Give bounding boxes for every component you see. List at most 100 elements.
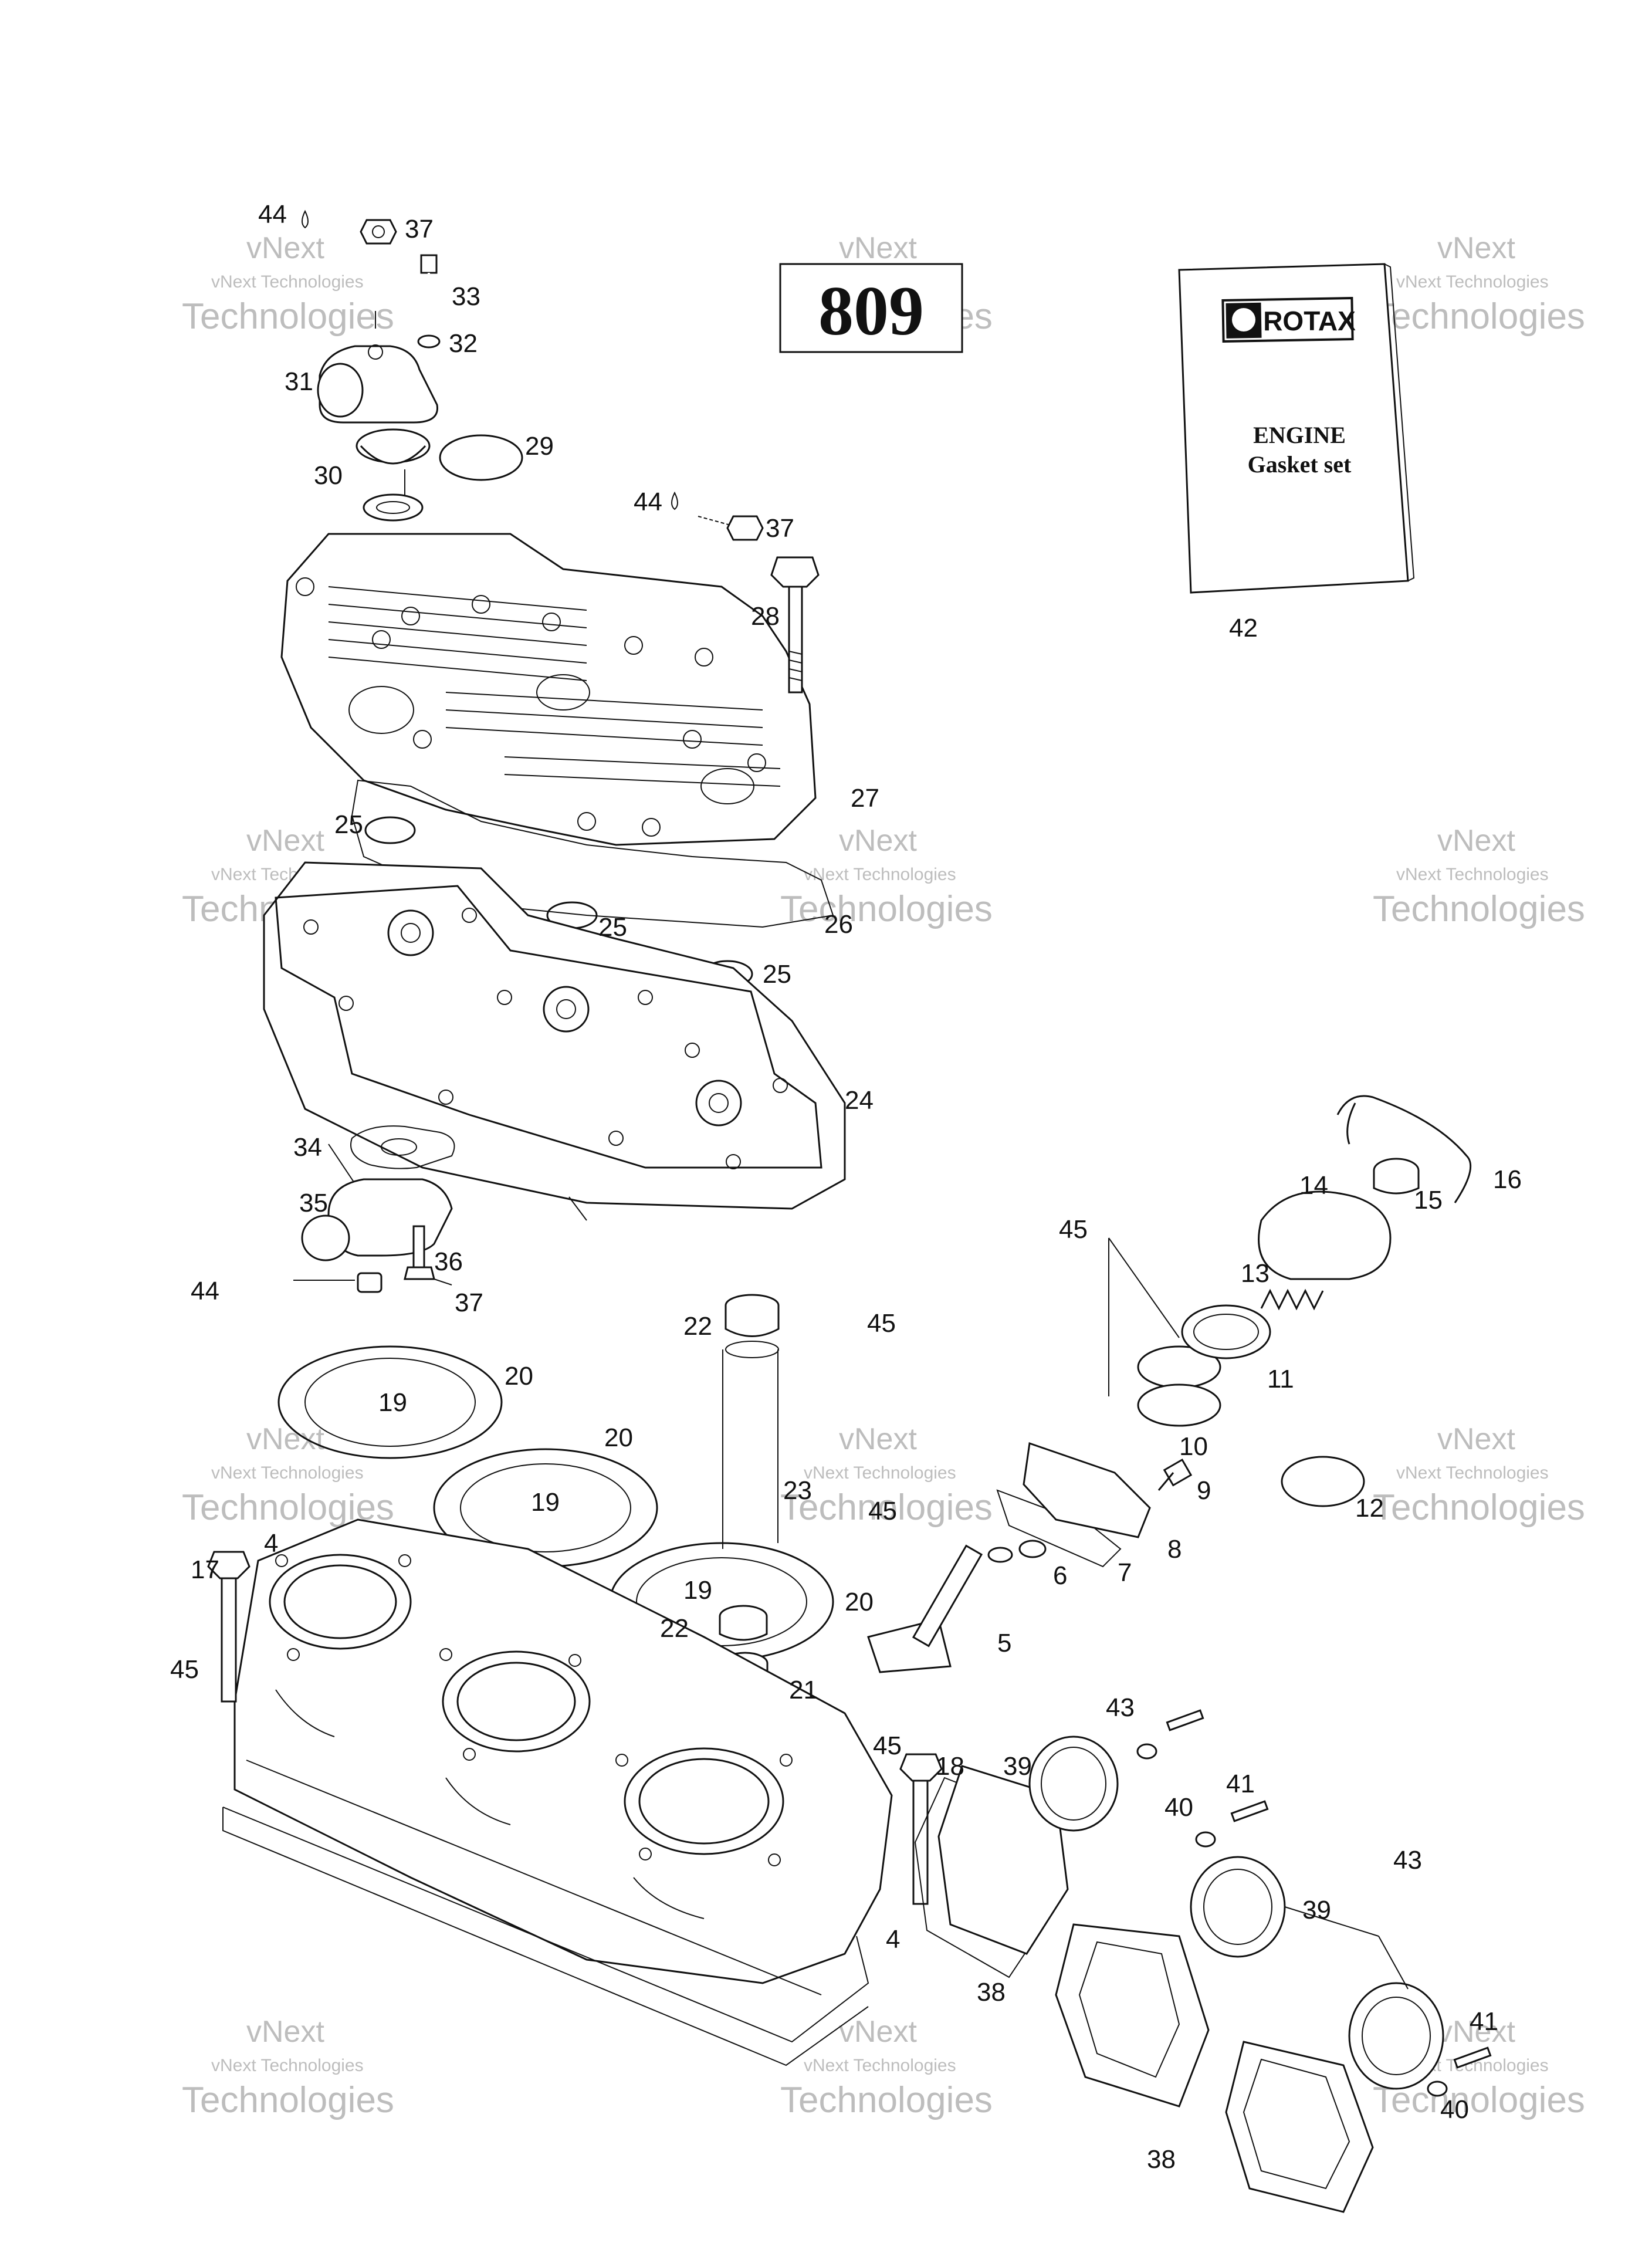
svg-text:vNext Technologies: vNext Technologies <box>211 272 364 292</box>
callout-10: 10 <box>1179 1432 1208 1461</box>
ref-box-809: 809 <box>779 263 963 353</box>
callout-31: 31 <box>285 367 313 396</box>
svg-text:vNext: vNext <box>246 231 324 265</box>
callout-19: 19 <box>683 1576 712 1605</box>
svg-text:Technologies: Technologies <box>182 2080 394 2120</box>
callout-15: 15 <box>1414 1186 1443 1215</box>
callout-25: 25 <box>598 913 627 942</box>
callout-19: 19 <box>531 1488 560 1517</box>
callout-45: 45 <box>868 1497 897 1525</box>
callout-4: 4 <box>264 1529 278 1558</box>
callout-22: 22 <box>660 1614 689 1643</box>
svg-text:vNext: vNext <box>1437 2015 1515 2049</box>
callout-16: 16 <box>1493 1165 1522 1194</box>
svg-text:vNext Technologies: vNext Technologies <box>1396 1463 1549 1483</box>
svg-text:Technologies: Technologies <box>1373 889 1585 929</box>
callout-19: 19 <box>378 1388 407 1417</box>
callout-14: 14 <box>1299 1171 1328 1200</box>
callout-44: 44 <box>191 1277 219 1305</box>
rave-valve-group <box>867 1095 1472 1673</box>
svg-text:Technologies: Technologies <box>182 296 394 337</box>
svg-text:vNext: vNext <box>1437 231 1515 265</box>
callout-32: 32 <box>449 329 478 358</box>
callout-20: 20 <box>604 1423 633 1452</box>
callout-12: 12 <box>1355 1494 1384 1523</box>
callout-35: 35 <box>299 1189 328 1217</box>
callout-27: 27 <box>851 784 879 813</box>
svg-text:vNext Technologies: vNext Technologies <box>804 2056 956 2075</box>
callout-22: 22 <box>683 1312 712 1341</box>
callout-38: 38 <box>1147 2145 1176 2174</box>
callout-4: 4 <box>886 1925 900 1954</box>
callout-30: 30 <box>314 461 343 490</box>
callout-6: 6 <box>1053 1561 1067 1590</box>
callout-20: 20 <box>845 1588 874 1616</box>
callout-26: 26 <box>824 910 853 939</box>
svg-text:vNext: vNext <box>839 824 917 858</box>
svg-text:vNext: vNext <box>1437 1422 1515 1456</box>
callout-40: 40 <box>1440 2095 1469 2124</box>
svg-text:ENGINE: ENGINE <box>1253 422 1346 448</box>
thermostat-group <box>302 209 764 541</box>
watermark-3: vNext vNext Technologies Technologies <box>1373 231 1585 337</box>
callout-9: 9 <box>1197 1476 1211 1505</box>
callout-39: 39 <box>1003 1752 1032 1781</box>
svg-text:Technologies: Technologies <box>1373 1487 1585 1528</box>
svg-text:vNext Technologies: vNext Technologies <box>211 2056 364 2075</box>
watermark-9: vNext vNext Technologies Technologies <box>1373 1422 1585 1528</box>
callout-44: 44 <box>634 488 662 516</box>
callout-45: 45 <box>867 1309 896 1338</box>
svg-text:vNext: vNext <box>246 824 324 858</box>
svg-text:Technologies: Technologies <box>780 889 993 929</box>
callout-20: 20 <box>505 1362 533 1391</box>
callout-5: 5 <box>997 1629 1011 1657</box>
callout-17: 17 <box>191 1555 219 1584</box>
svg-text:Technologies: Technologies <box>780 1487 993 1528</box>
callout-25: 25 <box>334 810 363 839</box>
watermark-8: vNext vNext Technologies Technologies <box>780 1422 993 1528</box>
callout-41: 41 <box>1470 2007 1498 2036</box>
callout-43: 43 <box>1106 1693 1135 1722</box>
water-outlet-group <box>293 1125 455 1293</box>
callout-7: 7 <box>1118 1558 1132 1587</box>
cylinder-block <box>207 1518 943 2066</box>
watermark-6: vNext vNext Technologies Technologies <box>1373 824 1585 929</box>
callout-45: 45 <box>170 1655 199 1684</box>
svg-text:Gasket set: Gasket set <box>1248 451 1352 478</box>
callout-21: 21 <box>789 1676 818 1704</box>
svg-text:vNext: vNext <box>1437 824 1515 858</box>
callout-25: 25 <box>763 960 791 989</box>
callout-38: 38 <box>977 1978 1006 2007</box>
callout-33: 33 <box>452 282 480 311</box>
gasket-set-booklet: ROTAX ENGINE Gasket set 42 <box>1178 263 1415 642</box>
svg-text:vNext: vNext <box>839 231 917 265</box>
callout-34: 34 <box>293 1133 322 1162</box>
svg-text:ROTAX: ROTAX <box>1263 306 1356 336</box>
callout-8: 8 <box>1167 1535 1182 1564</box>
callout-37: 37 <box>405 215 434 243</box>
svg-text:809: 809 <box>818 272 924 350</box>
callout-13: 13 <box>1241 1259 1270 1288</box>
cylinder-head-cover <box>280 533 820 846</box>
callout-18: 18 <box>936 1752 964 1781</box>
svg-text:42: 42 <box>1229 614 1258 642</box>
svg-text:vNext: vNext <box>839 2015 917 2049</box>
callout-37: 37 <box>766 514 794 543</box>
svg-text:vNext Technologies: vNext Technologies <box>211 1463 364 1483</box>
callout-36: 36 <box>434 1247 463 1276</box>
exhaust-manifold-group <box>914 1709 1492 2213</box>
callout-40: 40 <box>1164 1793 1193 1822</box>
watermark-1: vNext vNext Technologies Technologies <box>182 231 394 337</box>
callout-11: 11 <box>1267 1365 1294 1393</box>
callout-24: 24 <box>845 1086 874 1115</box>
svg-text:vNext: vNext <box>246 2015 324 2049</box>
svg-text:vNext Technologies: vNext Technologies <box>1396 272 1549 292</box>
callout-28: 28 <box>751 602 780 631</box>
svg-text:vNext: vNext <box>839 1422 917 1456</box>
callout-23: 23 <box>783 1476 812 1505</box>
svg-text:Technologies: Technologies <box>780 2080 993 2120</box>
watermark-10: vNext vNext Technologies Technologies <box>182 2015 394 2120</box>
watermark-7: vNext vNext Technologies Technologies <box>182 1422 394 1528</box>
part-callouts: 44 37 33 32 31 30 29 44 37 28 27 25 26 2… <box>170 200 1522 2174</box>
